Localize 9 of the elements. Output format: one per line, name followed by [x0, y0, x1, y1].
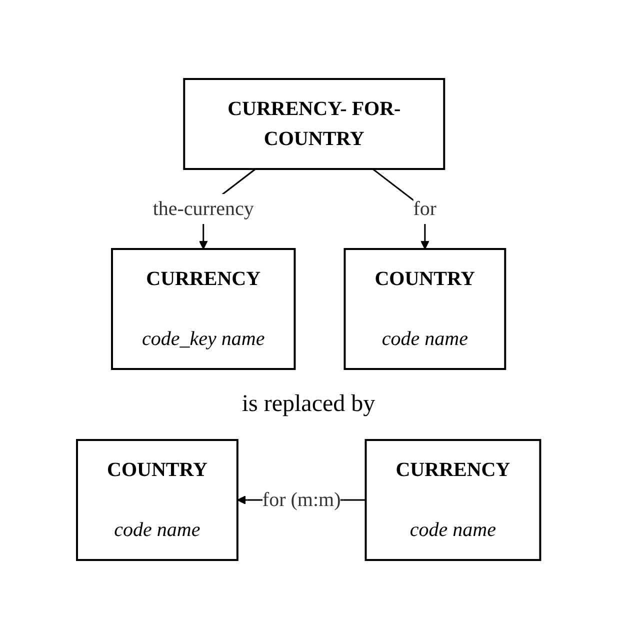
edge-label: the-currency [152, 198, 254, 220]
edge-label: for (m:m) [262, 489, 341, 511]
note-text: is replaced by [242, 391, 376, 418]
node-box: CURRENCY code_key name [110, 248, 296, 370]
node-box: CURRENCY code name [364, 439, 542, 561]
node-box: COUNTRY code name [344, 248, 506, 370]
edge-label: for [413, 198, 437, 220]
node-box: COUNTRY code name [76, 439, 238, 561]
node-box: CURRENCY- FOR-COUNTRY [183, 78, 446, 170]
